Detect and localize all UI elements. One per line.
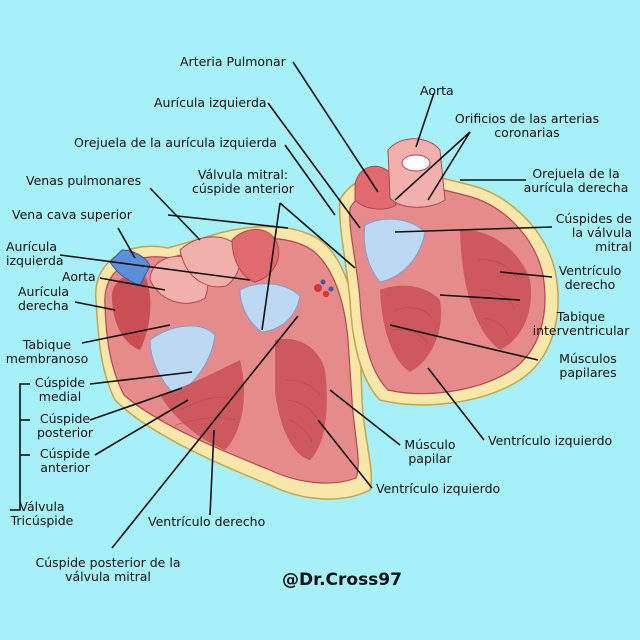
coronary-vessels — [314, 279, 334, 298]
label-aorta-top: Aorta — [420, 83, 454, 98]
label-valvula-mitral-cuspide-anterior: Válvula mitral: cúspide anterior — [192, 167, 294, 196]
label-ventriculo-izquierdo-bottom: Ventrículo izquierdo — [376, 481, 501, 496]
right-ventricle-cavity-right — [460, 229, 531, 350]
leader-lines — [10, 61, 553, 549]
label-tabique-interventricular: Tabique interventricular — [532, 309, 630, 338]
label-orificios-coronarias: Orificios de las arterias coronarias — [454, 111, 600, 140]
mitral-valve-right — [363, 218, 426, 283]
label-tabique-membranoso: Tabique membranoso — [5, 337, 89, 366]
label-vena-cava-superior: Vena cava superior — [12, 207, 132, 222]
superior-vena-cava — [109, 249, 151, 286]
tricuspid-valve — [149, 325, 216, 396]
label-musculo-papilar: Músculo papilar — [404, 437, 456, 466]
label-cuspide-posterior: Cúspide posterior — [36, 411, 94, 440]
label-cuspide-anterior: Cúspide anterior — [39, 446, 91, 475]
trabeculae-left — [174, 379, 321, 443]
author-credit: @Dr.Cross97 — [282, 570, 402, 590]
label-ventriculo-izquierdo-right: Ventrículo izquierdo — [488, 433, 613, 448]
aorta-trunk — [387, 138, 446, 208]
label-arteria-pulmonar: Arteria Pulmonar — [180, 54, 286, 69]
left-atrium-top-lobe — [231, 228, 280, 283]
trabeculae-right — [391, 259, 519, 345]
label-musculos-papilares: Músculos papilares — [559, 351, 617, 380]
label-orejuela-auricula-izquierda: Orejuela de la aurícula izquierda — [74, 135, 277, 150]
left-heart-section — [95, 226, 373, 500]
label-orejuela-auricula-derecha: Orejuela de la aurícula derecha — [523, 166, 629, 195]
left-ventricle-cavity — [275, 338, 327, 460]
label-auricula-derecha: Aurícula derecha — [18, 284, 70, 313]
aorta-opening — [401, 154, 431, 172]
label-venas-pulmonares: Venas pulmonares — [26, 173, 142, 188]
label-cuspide-medial: Cúspide medial — [34, 375, 86, 404]
label-aorta-left: Aorta — [62, 269, 96, 284]
label-ventriculo-derecho-right: Ventrículo derecho — [558, 263, 622, 292]
left-ventricle-cavity-right — [380, 285, 442, 372]
label-ventriculo-derecho-bottom: Ventrículo derecho — [148, 514, 266, 529]
label-cuspides-valvula-mitral: Cúspides de la válvula mitral — [555, 211, 632, 254]
label-auricula-izquierda-top: Aurícula izquierda — [154, 95, 267, 110]
label-valvula-tricuspide: Válvula Tricúspide — [10, 499, 74, 528]
right-ventricle-cavity — [160, 360, 245, 450]
label-cuspide-posterior-valvula-mitral: Cúspide posterior de la válvula mitral — [35, 555, 181, 584]
label-auricula-izquierda-left: Aurícula izquierda — [6, 239, 64, 268]
